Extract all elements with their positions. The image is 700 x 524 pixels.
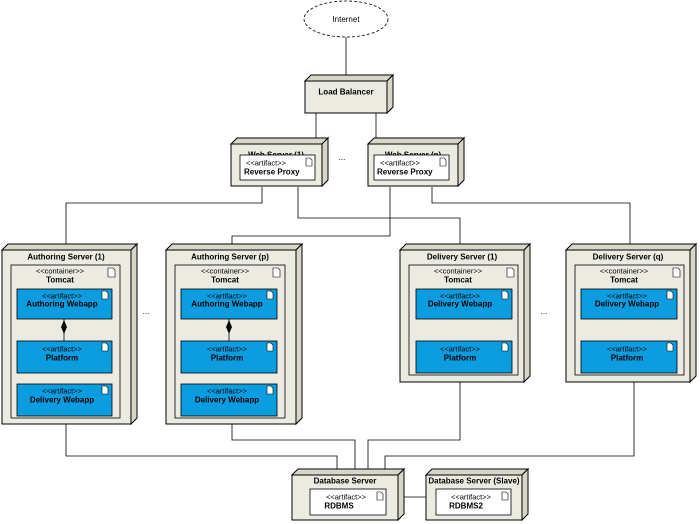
document-icon (666, 342, 674, 352)
document-icon (266, 290, 274, 300)
delivery-server-1-container-name: Tomcat (444, 276, 472, 285)
connector-authp-db (231, 424, 356, 475)
document-icon (107, 267, 116, 278)
artifact-name: Delivery Webapp (195, 396, 259, 405)
web-server-1-artifact-box (239, 154, 316, 181)
document-icon (666, 290, 674, 300)
load-balancer-label: Load Balancer (318, 88, 373, 97)
artifact-name: Platform (211, 354, 243, 363)
composition-diamond-icon (61, 320, 67, 334)
authoring-server-1-artifact-delivery-webapp (16, 383, 113, 417)
artifact-stereotype: <<artifact>> (42, 292, 83, 301)
authoring-server-1-title: Authoring Server (1) (27, 253, 105, 262)
delivery-server-q-title: Delivery Server (q) (593, 253, 664, 262)
document-icon (376, 491, 384, 501)
document-icon (101, 342, 109, 352)
web-server-1-artifact-name: Reverse Proxy (244, 168, 300, 177)
artifact-stereotype: <<artifact>> (440, 292, 481, 301)
authoring-server-1-node: Authoring Server (1) <<container>> Tomca… (0, 242, 139, 426)
delivery-server-q-artifact-platform (580, 340, 678, 374)
database-server-title: Database Server (314, 477, 377, 486)
web-server-n-node: Web Server (n) <<artifact>> Reverse Prox… (366, 136, 466, 188)
artifact-stereotype: <<artifact>> (207, 345, 248, 354)
authoring-server-p-node: Authoring Server (p) <<container>> Tomca… (164, 242, 304, 426)
web-server-1-artifact-stereotype: <<artifact>> (246, 159, 287, 168)
authoring-server-1-artifact-authoring-webapp (16, 288, 113, 320)
document-icon (501, 290, 509, 300)
artifact-name: Authoring Webapp (191, 300, 263, 309)
database-slave-artifact-stereotype: <<artifact>> (451, 493, 492, 502)
artifact-name: Delivery Webapp (595, 300, 659, 309)
delivery-server-q-artifact-delivery-webapp (580, 288, 678, 320)
artifact-stereotype: <<artifact>> (207, 387, 248, 396)
database-slave-title: Database Server (Slave) (428, 477, 520, 486)
document-icon (439, 157, 447, 167)
connector-del1-db (367, 382, 461, 475)
database-server-artifact-name: RDBMS (324, 502, 354, 511)
document-icon (101, 290, 109, 300)
document-icon (266, 342, 274, 352)
artifact-stereotype: <<artifact>> (42, 387, 83, 396)
artifact-stereotype: <<artifact>> (607, 345, 648, 354)
delivery-server-q-node: Delivery Server (q) <<container>> Tomcat… (564, 242, 698, 384)
connector-web1-del1 (297, 187, 461, 250)
database-slave-artifact-box (435, 488, 512, 516)
document-icon (305, 157, 313, 167)
artifact-stereotype: <<artifact>> (207, 292, 248, 301)
artifact-name: Delivery Webapp (30, 396, 94, 405)
artifact-stereotype: <<artifact>> (607, 292, 648, 301)
delivery-server-1-artifact-delivery-webapp (415, 288, 513, 320)
internet-node: Internet (303, 0, 389, 38)
delivery-server-q-container-stereotype: <<container>> (600, 267, 649, 276)
connector-web1-auth1 (65, 187, 263, 250)
composition-diamond-icon (226, 320, 232, 334)
authoring-server-p-container-name: Tomcat (211, 276, 239, 285)
delivery-server-1-title: Delivery Server (1) (427, 253, 498, 262)
delivery-server-q-container-name: Tomcat (610, 276, 638, 285)
artifact-name: Authoring Webapp (26, 300, 98, 309)
artifact-name: Platform (611, 354, 643, 363)
document-icon (101, 385, 109, 395)
database-server-node: Database Server <<artifact>> RDBMS (290, 467, 406, 522)
delivery-server-1-node: Delivery Server (1) <<container>> Tomcat… (398, 242, 532, 384)
artifact-name: Platform (444, 354, 476, 363)
web-server-ellipsis: ... (339, 153, 346, 162)
delivery-server-1-container-stereotype: <<container>> (434, 267, 483, 276)
connector-auth1-db (65, 424, 338, 475)
internet-label: Internet (332, 15, 360, 24)
authoring-server-1-container-name: Tomcat (46, 276, 74, 285)
authoring-server-1-artifact-platform (16, 340, 113, 374)
delivery-server-1-artifact-platform (415, 340, 513, 374)
web-server-n-artifact-name: Reverse Proxy (377, 168, 433, 177)
authoring-server-1-container-stereotype: <<container>> (36, 267, 85, 276)
connector-webn-authp (231, 187, 391, 250)
web-server-1-node: Web Server (1) <<artifact>> Reverse Prox… (229, 136, 330, 188)
document-icon (506, 267, 515, 278)
database-slave-node: Database Server (Slave) <<artifact>> RDB… (424, 467, 530, 522)
artifact-name: Platform (46, 354, 78, 363)
database-server-artifact-stereotype: <<artifact>> (326, 493, 367, 502)
authoring-server-p-container-stereotype: <<container>> (201, 267, 250, 276)
artifact-stereotype: <<artifact>> (440, 345, 481, 354)
connector-delq-db (384, 382, 635, 475)
web-server-n-artifact-box (373, 154, 450, 181)
document-icon (672, 267, 681, 278)
database-server-artifact-box (309, 488, 387, 516)
document-icon (266, 385, 274, 395)
document-icon (272, 267, 281, 278)
authoring-server-p-artifact-platform (180, 340, 278, 374)
load-balancer-node: Load Balancer (303, 73, 395, 115)
document-icon (501, 342, 509, 352)
database-slave-artifact-name: RDBMS2 (449, 502, 483, 511)
artifact-name: Delivery Webapp (428, 300, 492, 309)
authoring-server-ellipsis: ... (143, 307, 150, 316)
authoring-server-p-title: Authoring Server (p) (191, 253, 269, 262)
delivery-server-ellipsis: ... (541, 307, 548, 316)
authoring-server-p-artifact-delivery-webapp (180, 383, 278, 417)
connector-webn-delq (431, 187, 631, 250)
artifact-stereotype: <<artifact>> (42, 345, 83, 354)
web-server-n-artifact-stereotype: <<artifact>> (380, 159, 421, 168)
document-icon (501, 491, 509, 501)
